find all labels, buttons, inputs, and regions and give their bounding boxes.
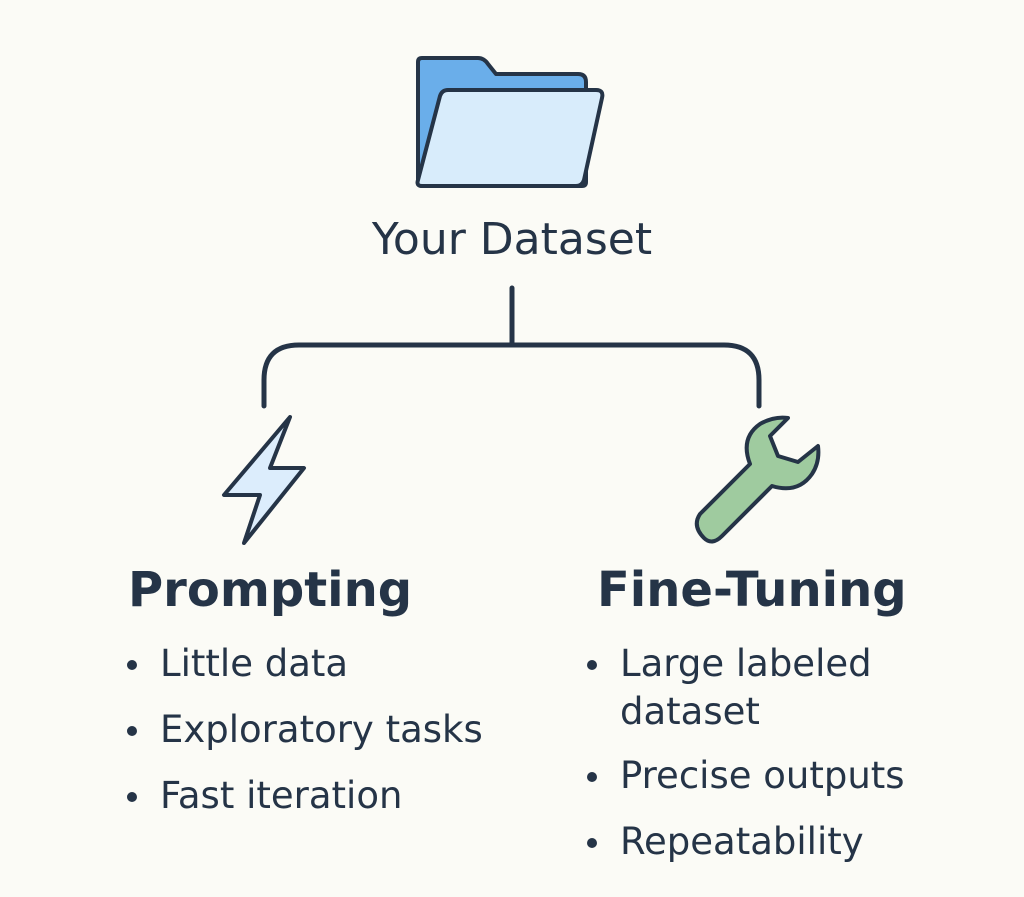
list-item: Little data	[127, 640, 547, 688]
prompting-list: Little data Exploratory tasks Fast itera…	[127, 640, 547, 838]
prompting-title: Prompting	[128, 562, 413, 618]
bullet-icon	[587, 838, 597, 848]
folder-icon	[415, 56, 605, 188]
bullet-icon	[587, 772, 597, 782]
bullet-icon	[127, 726, 137, 736]
finetuning-list: Large labeled dataset Precise outputs Re…	[587, 640, 967, 884]
list-item: Precise outputs	[587, 752, 967, 800]
bullet-icon	[127, 792, 137, 802]
bullet-icon	[587, 660, 597, 670]
list-item: Exploratory tasks	[127, 706, 547, 754]
wrench-icon	[694, 415, 821, 544]
list-item: Fast iteration	[127, 772, 547, 820]
bullet-icon	[127, 660, 137, 670]
branch-connector	[261, 285, 762, 409]
root-title: Your Dataset	[371, 214, 653, 265]
list-item: Repeatability	[587, 818, 967, 866]
list-item: Large labeled dataset	[587, 640, 967, 736]
lightning-bolt-icon	[222, 415, 306, 545]
finetuning-title: Fine-Tuning	[597, 562, 907, 618]
